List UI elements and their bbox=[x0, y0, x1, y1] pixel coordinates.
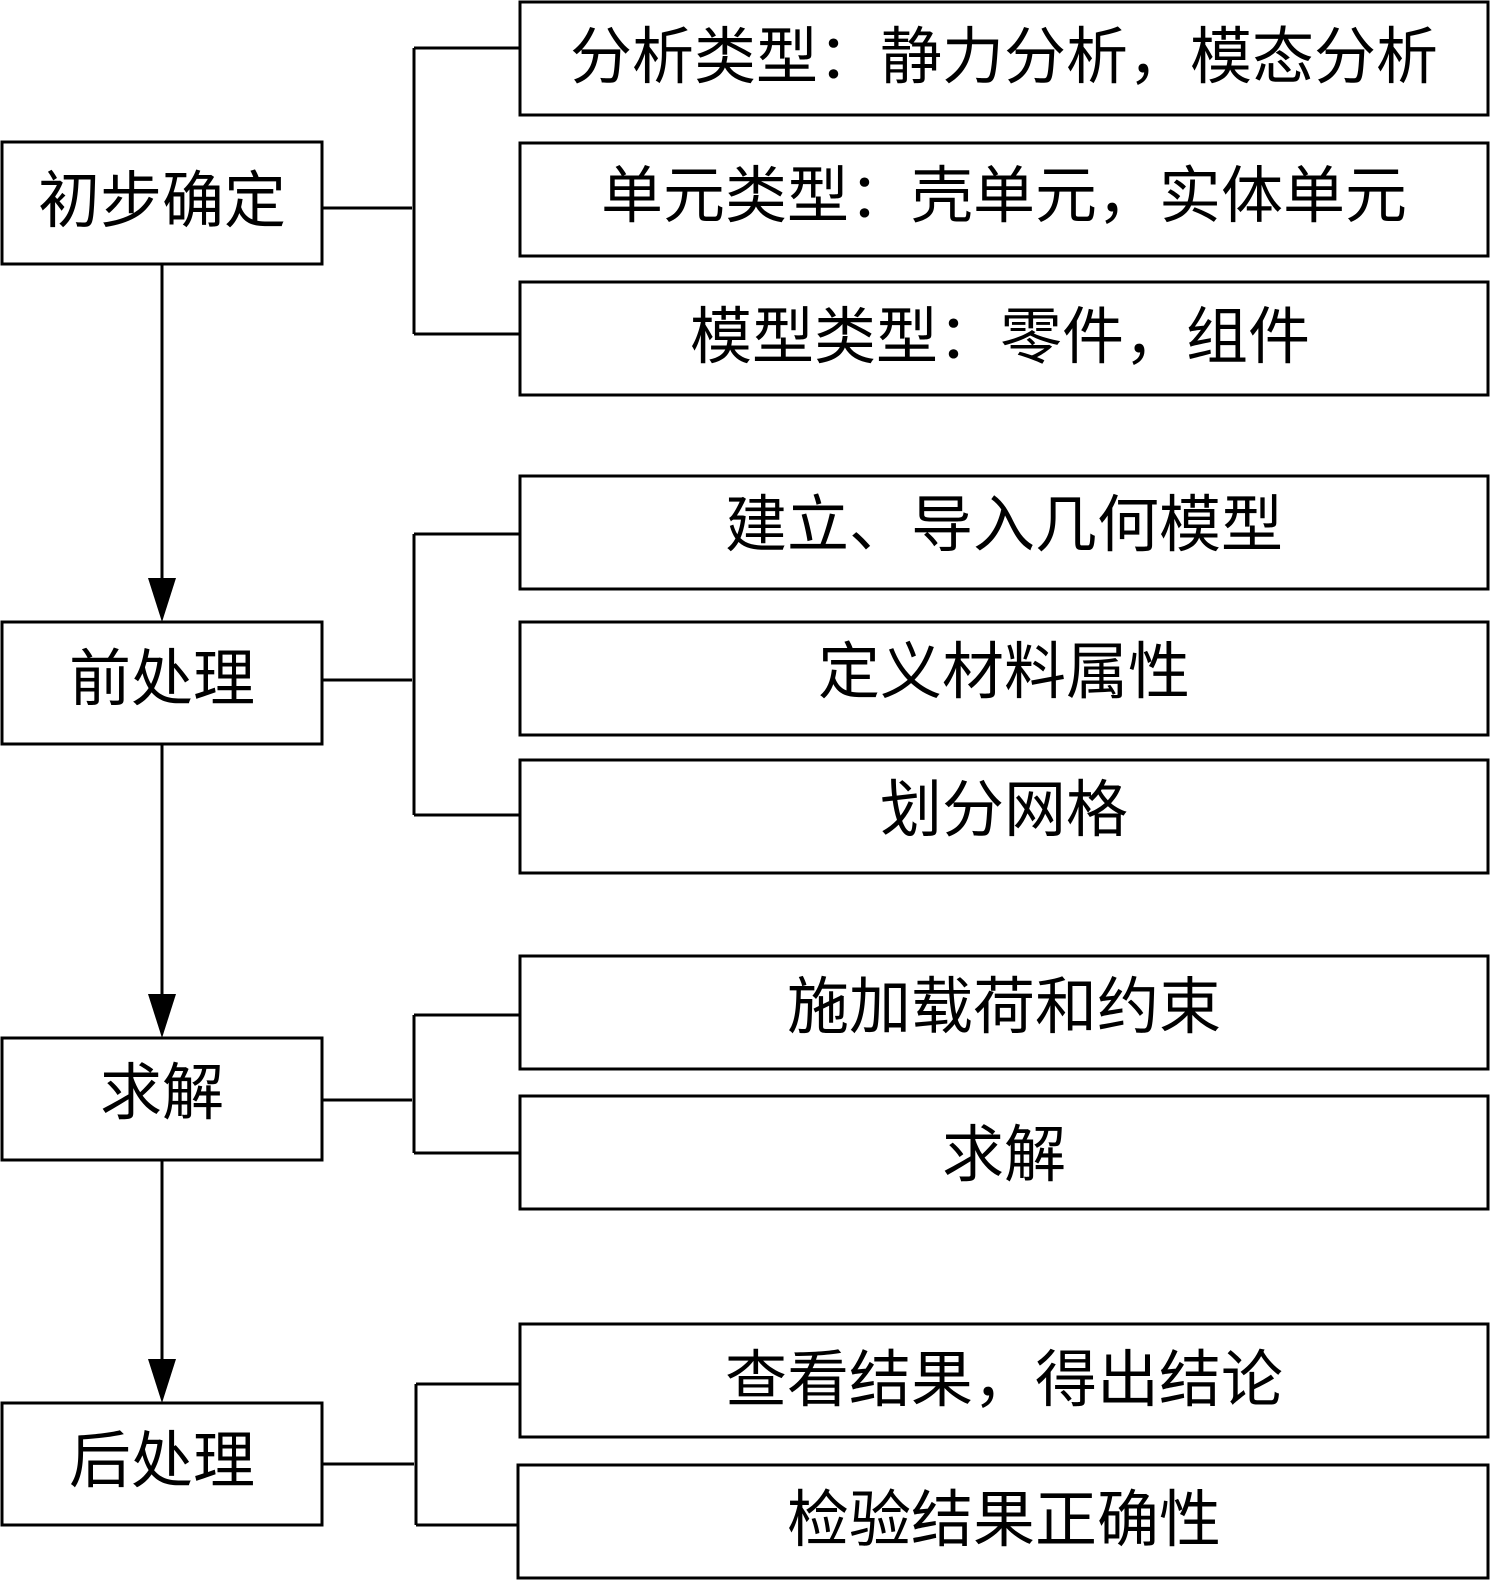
detail-box-material: 定义材料属性 bbox=[518, 620, 1490, 737]
flow-arrow-1 bbox=[148, 264, 176, 622]
detail-box-loads: 施加载荷和约束 bbox=[518, 954, 1490, 1071]
detail-label-solve: 求解 bbox=[942, 1118, 1066, 1191]
detail-box-mesh: 划分网格 bbox=[518, 758, 1490, 875]
stage-label-initial: 初步确定 bbox=[38, 164, 286, 237]
stage-label-solve: 求解 bbox=[100, 1056, 224, 1129]
detail-label-element-type: 单元类型：壳单元，实体单元 bbox=[601, 159, 1407, 232]
detail-label-verify: 检验结果正确性 bbox=[787, 1483, 1221, 1556]
detail-box-solve: 求解 bbox=[518, 1094, 1490, 1211]
stage-label-preprocess: 前处理 bbox=[69, 642, 255, 715]
stage-box-solve: 求解 bbox=[0, 1036, 324, 1162]
detail-label-analysis-type: 分析类型：静力分析，模态分析 bbox=[570, 20, 1438, 93]
bracket-initial bbox=[322, 46, 520, 336]
detail-label-loads: 施加载荷和约束 bbox=[787, 970, 1221, 1043]
stage-label-postprocess: 后处理 bbox=[69, 1424, 255, 1497]
detail-label-model-type: 模型类型：零件，组件 bbox=[690, 300, 1310, 373]
detail-box-geometry: 建立、导入几何模型 bbox=[518, 474, 1490, 591]
detail-box-results: 查看结果，得出结论 bbox=[518, 1322, 1490, 1439]
flow-arrow-3 bbox=[148, 1160, 176, 1403]
detail-label-results: 查看结果，得出结论 bbox=[725, 1343, 1283, 1416]
detail-label-mesh: 划分网格 bbox=[880, 773, 1128, 846]
bracket-preprocess bbox=[322, 532, 520, 817]
bracket-postprocess bbox=[322, 1382, 520, 1527]
detail-label-geometry: 建立、导入几何模型 bbox=[725, 488, 1283, 561]
stage-box-preprocess: 前处理 bbox=[0, 620, 324, 746]
bracket-solve bbox=[322, 1013, 520, 1155]
stage-box-initial: 初步确定 bbox=[0, 140, 324, 266]
stage-box-postprocess: 后处理 bbox=[0, 1401, 324, 1527]
detail-box-verify: 检验结果正确性 bbox=[516, 1463, 1490, 1580]
detail-box-analysis-type: 分析类型：静力分析，模态分析 bbox=[518, 0, 1490, 117]
detail-box-element-type: 单元类型：壳单元，实体单元 bbox=[518, 141, 1490, 258]
flow-arrow-2 bbox=[148, 744, 176, 1038]
detail-box-model-type: 模型类型：零件，组件 bbox=[518, 280, 1490, 397]
detail-label-material: 定义材料属性 bbox=[818, 635, 1190, 708]
